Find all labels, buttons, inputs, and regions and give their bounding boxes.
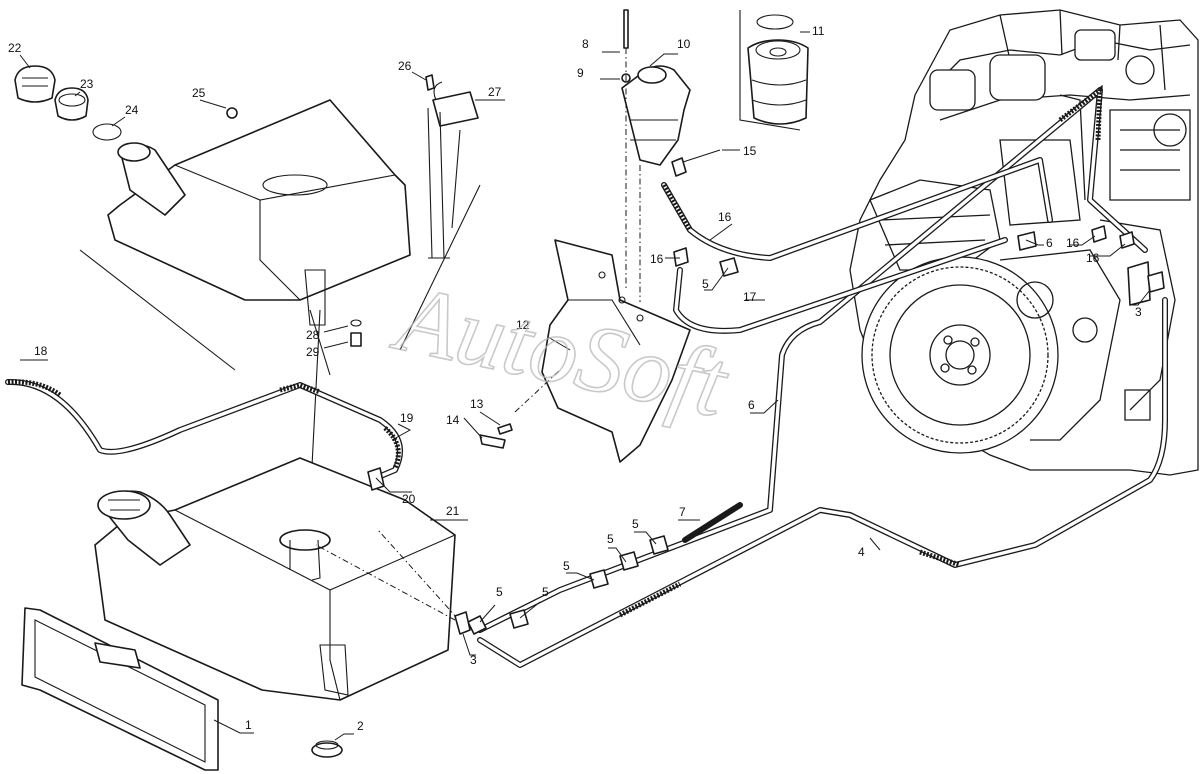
- callout-5: 5: [632, 517, 639, 531]
- filler-cap: [14, 65, 56, 103]
- callout-8: 7: [679, 505, 686, 519]
- projection-lines: [79, 184, 481, 506]
- callout-16: 16: [1086, 251, 1100, 265]
- callout-21: 20: [402, 492, 416, 506]
- filter-bracket: [479, 239, 691, 463]
- drain-plug: [350, 319, 362, 347]
- callout-10: 9: [577, 66, 584, 80]
- tank-plug: [226, 107, 238, 119]
- callout-25: 24: [125, 103, 139, 117]
- callout-14: 13: [470, 397, 484, 411]
- fuel-filter: [621, 9, 691, 166]
- filter-cartridge: [739, 10, 809, 131]
- fuel-tank-upper-view: [107, 99, 411, 326]
- callout-1: 1: [245, 718, 252, 732]
- callout-15: 14: [446, 413, 460, 427]
- callout-3: 3: [1135, 305, 1142, 319]
- callout-28: 27: [488, 85, 502, 99]
- tank-mount-pad: [311, 740, 343, 758]
- watermark: AutoSoft: [384, 263, 738, 438]
- callout-3: 3: [470, 653, 477, 667]
- fuel-supply-line-7: [477, 84, 1148, 633]
- hose-8: [682, 502, 743, 543]
- callout-16: 16: [1066, 236, 1080, 250]
- callout-9: 8: [582, 37, 589, 51]
- filler-gasket: [92, 123, 122, 141]
- hose-clips: [367, 149, 1165, 635]
- callout-30: 29: [306, 345, 320, 359]
- callout-5: 5: [607, 532, 614, 546]
- callout-11: 10: [677, 37, 691, 51]
- callout-22: 21: [446, 504, 460, 518]
- callout-labels: 1 2 3 3 4 5 5 5 5 5 5 6 6 7 8 9 10 11 12…: [8, 24, 1142, 733]
- callout-5: 5: [563, 559, 570, 573]
- leader-lines: [19, 31, 1151, 741]
- callout-18: 17: [743, 290, 757, 304]
- callout-29: 28: [306, 328, 320, 342]
- tank-strap: [21, 607, 219, 771]
- callout-16: 16: [650, 252, 664, 266]
- callout-2: 2: [357, 719, 364, 733]
- hose-19-20: [5, 378, 403, 481]
- callout-12: 11: [812, 24, 825, 38]
- filter-hose-17: [661, 157, 1053, 261]
- callout-27: 26: [398, 59, 412, 73]
- callout-23: 22: [8, 41, 22, 55]
- callout-6: 6: [1046, 236, 1053, 250]
- callout-13: 12: [516, 318, 530, 332]
- callout-20: 19: [400, 411, 414, 425]
- engine-assembly: [849, 9, 1199, 476]
- callout-5: 5: [542, 585, 549, 599]
- callout-17: 16: [718, 210, 732, 224]
- callout-6: 5: [496, 585, 503, 599]
- callout-7: 6: [748, 398, 755, 412]
- callout-19: 18: [34, 344, 48, 358]
- callout-24: 23: [80, 77, 94, 91]
- filter-hose-18: [673, 237, 1008, 334]
- callout-5: 5: [702, 277, 709, 291]
- callout-16: 15: [743, 144, 757, 158]
- callout-4: 4: [858, 545, 865, 559]
- fuel-return-line-4: [477, 297, 1168, 668]
- filler-ring: [54, 87, 89, 121]
- fuel-tank-main: [94, 457, 456, 701]
- callout-26: 25: [192, 86, 206, 100]
- fuel-level-sender: [425, 74, 479, 259]
